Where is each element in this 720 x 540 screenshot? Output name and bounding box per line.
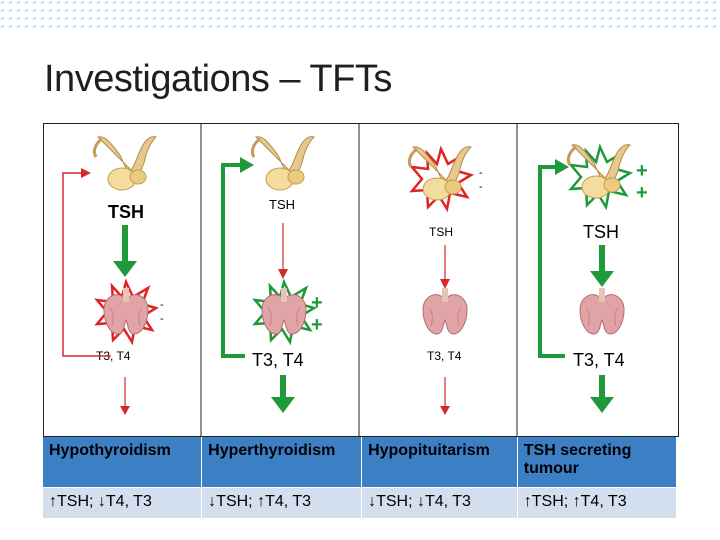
condition-tsh-secreting-tumour: TSH secreting tumour <box>517 437 677 487</box>
positive-marks-2: + <box>311 314 323 336</box>
negative-marks-1: - <box>479 167 483 179</box>
t3t4-label: T3, T4 <box>252 350 304 370</box>
tsh-label: TSH <box>108 202 144 222</box>
pituitary-gland-icon <box>250 135 316 192</box>
feedback-loop <box>62 172 111 357</box>
green-arrow-down <box>113 261 137 277</box>
positive-marks-2: + <box>636 182 648 204</box>
page-title: Investigations – TFTs <box>44 58 392 100</box>
positive-marks-1: + <box>311 292 323 314</box>
panel-hypopituitarism: - - TSH T3, T4 <box>407 145 483 415</box>
result-hypopituitarism: ↓TSH; ↓T4, T3 <box>362 487 518 518</box>
positive-marks-1: + <box>636 160 648 182</box>
diagram-border <box>43 123 679 437</box>
green-arrow-down <box>590 271 614 287</box>
result-hypothyroidism: ↑TSH; ↓T4, T3 <box>43 487 203 518</box>
red-arrow-down <box>278 269 288 279</box>
table-header-row: Hypothyroidism Hyperthyroidism Hypopitui… <box>43 437 677 487</box>
green-arrow-down <box>271 397 295 413</box>
pituitary-gland-icon <box>92 135 158 192</box>
thyroid-gland-icon <box>579 287 625 335</box>
result-hyperthyroidism: ↓TSH; ↑T4, T3 <box>202 487 363 518</box>
tsh-label: TSH <box>429 225 453 239</box>
red-arrow-down <box>440 279 450 289</box>
feedback-loop <box>221 163 245 358</box>
red-arrow-down <box>120 406 130 415</box>
t3t4-label: T3, T4 <box>427 349 462 363</box>
t3t4-label: T3, T4 <box>573 350 625 370</box>
red-arrow-down <box>440 406 450 415</box>
panel-hypothyroidism: TSH - - T3, T4 <box>62 135 164 415</box>
tsh-label: TSH <box>269 197 295 212</box>
panel-tsh-secreting-tumour: + + TSH T3, T4 <box>538 143 648 413</box>
top-decorative-bar <box>0 0 720 30</box>
panel-hyperthyroidism: TSH + + T3, T4 <box>221 135 323 413</box>
feedback-loop <box>538 165 565 358</box>
green-arrow-down <box>590 397 614 413</box>
thyroid-gland-icon <box>422 287 468 335</box>
negative-marks-2: - <box>160 313 164 325</box>
tsh-label: TSH <box>583 222 619 242</box>
tft-summary-table: Hypothyroidism Hyperthyroidism Hypopitui… <box>43 437 677 518</box>
negative-marks-1: - <box>160 299 164 311</box>
negative-marks-2: - <box>479 181 483 193</box>
tft-diagram: TSH - - T3, T4 TSH + + T3, T4 - - T <box>43 123 679 437</box>
result-tsh-secreting-tumour: ↑TSH; ↑T4, T3 <box>517 487 677 518</box>
table-row: ↑TSH; ↓T4, T3 ↓TSH; ↑T4, T3 ↓TSH; ↓T4, T… <box>43 487 677 518</box>
condition-hypopituitarism: Hypopituitarism <box>362 437 518 487</box>
condition-hypothyroidism: Hypothyroidism <box>43 437 203 487</box>
t3t4-label: T3, T4 <box>96 349 131 363</box>
condition-hyperthyroidism: Hyperthyroidism <box>202 437 363 487</box>
